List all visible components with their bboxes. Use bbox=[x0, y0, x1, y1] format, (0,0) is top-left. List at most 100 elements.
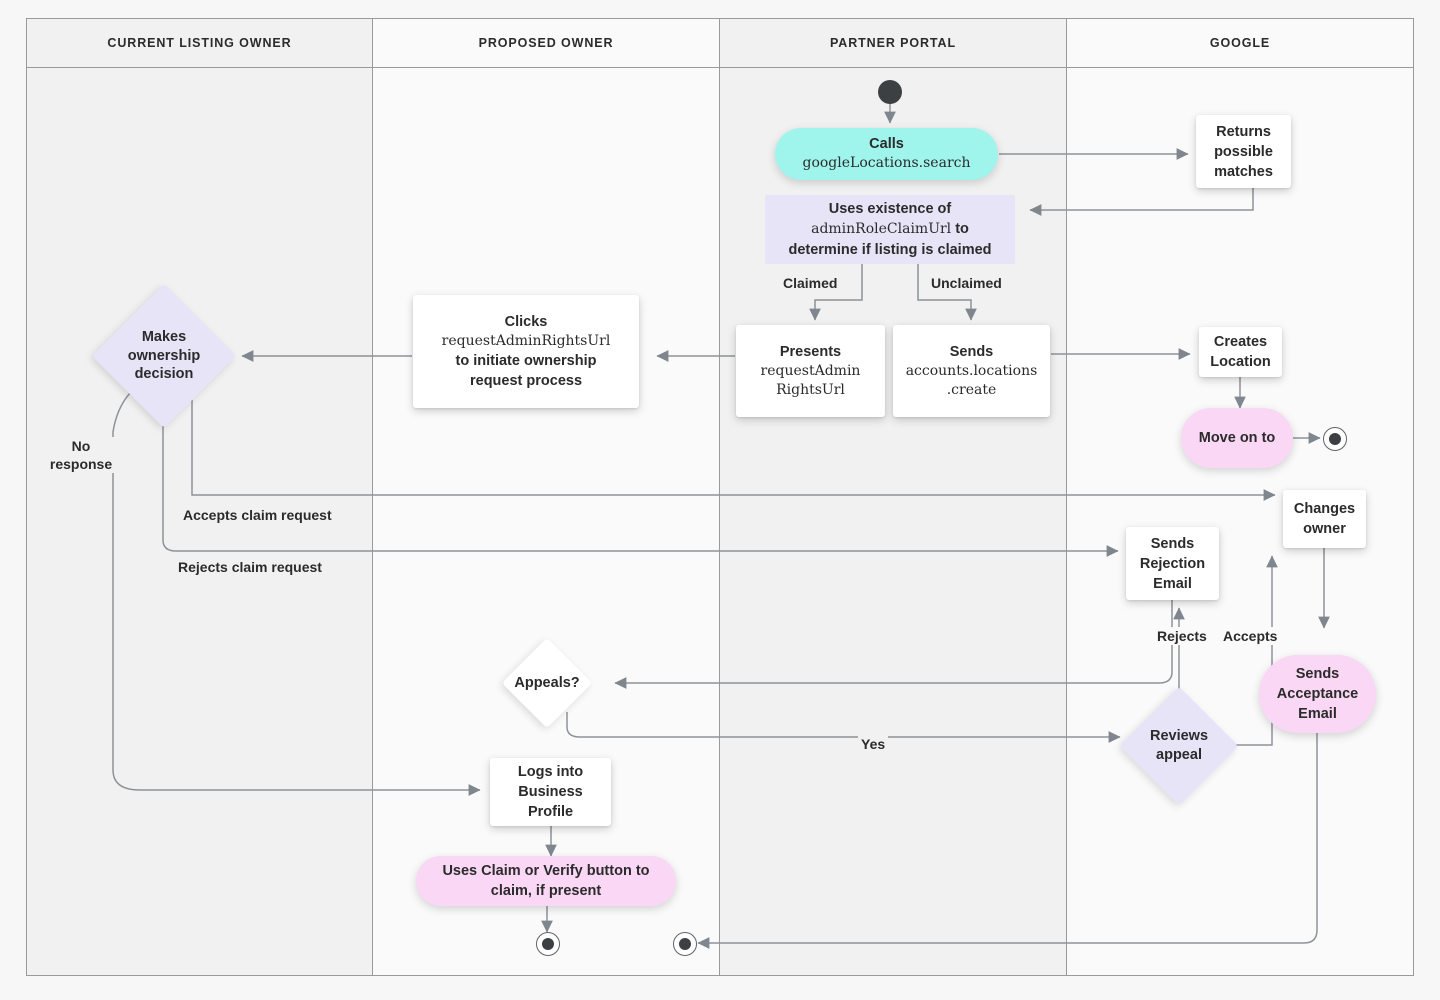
node-line-2: claim, if present bbox=[490, 883, 602, 899]
node-text: Sends accounts.locations .create bbox=[901, 342, 1042, 401]
node-text: Uses Claim or Verify button to claim, if… bbox=[430, 861, 662, 901]
edge-label-claimed: Claimed bbox=[780, 274, 841, 293]
node-text: Appeals? bbox=[514, 674, 580, 691]
node-line-1: Returns bbox=[1216, 123, 1271, 140]
node-line-2: requestAdmin bbox=[760, 362, 861, 379]
node-line-1: Logs into bbox=[517, 764, 584, 780]
node-presents-request-admin-rights-url[interactable]: Presents requestAdmin RightsUrl bbox=[736, 325, 885, 417]
swimlane-label: CURRENT LISTING OWNER bbox=[107, 36, 292, 50]
node-appeals-decision[interactable]: Appeals? bbox=[501, 637, 593, 729]
node-line-2: Business bbox=[518, 784, 583, 800]
node-line-4: request process bbox=[469, 373, 583, 390]
final-node-proposed-owner bbox=[536, 932, 560, 956]
node-line-2: adminRoleClaimUrl to bbox=[773, 219, 1007, 239]
edge-label-no-response-line-1: No bbox=[71, 438, 91, 454]
node-line-3: decision bbox=[134, 366, 194, 383]
node-line-2-suffix: to bbox=[951, 221, 969, 238]
node-sends-accounts-locations-create[interactable]: Sends accounts.locations .create bbox=[893, 325, 1050, 417]
swimlane-header-google: GOOGLE bbox=[1067, 18, 1413, 68]
node-text: Reviews appeal bbox=[1137, 727, 1221, 765]
node-text: Creates Location bbox=[1207, 332, 1274, 372]
node-line-2: accounts.locations bbox=[905, 362, 1038, 379]
node-creates-location[interactable]: Creates Location bbox=[1199, 327, 1282, 377]
node-line-2: ownership bbox=[127, 347, 201, 364]
node-text: Uses existence of adminRoleClaimUrl to d… bbox=[773, 199, 1007, 259]
node-line-2: appeal bbox=[1156, 747, 1202, 763]
node-line-3: .create bbox=[946, 382, 997, 398]
node-line-3: Email bbox=[1153, 575, 1192, 592]
edge-label-accepts-claim-request: Accepts claim request bbox=[180, 506, 335, 525]
node-line-1: Uses Claim or Verify button to bbox=[442, 863, 650, 879]
node-line-1: Sends bbox=[949, 343, 994, 360]
node-line-3: RightsUrl bbox=[776, 382, 845, 398]
node-text: Changes owner bbox=[1291, 499, 1358, 539]
node-line-1: Makes bbox=[141, 328, 187, 345]
node-reviews-appeal[interactable]: Reviews appeal bbox=[1119, 686, 1239, 806]
node-text: Presents requestAdmin RightsUrl bbox=[744, 342, 877, 401]
node-line-2: owner bbox=[1303, 521, 1346, 537]
node-line-1: Presents bbox=[779, 343, 842, 360]
code-admin-role-claim-url: adminRoleClaimUrl bbox=[811, 221, 952, 238]
node-line-2: Location bbox=[1210, 354, 1271, 370]
node-line-3: determine if listing is claimed bbox=[788, 241, 992, 258]
node-calls-google-locations-search[interactable]: Calls googleLocations.search bbox=[775, 128, 998, 180]
node-sends-acceptance-email[interactable]: Sends Acceptance Email bbox=[1259, 655, 1376, 733]
edge-label-no-response-line-2: response bbox=[49, 456, 113, 473]
node-text: Makes ownership decision bbox=[113, 328, 215, 385]
node-text: Calls googleLocations.search bbox=[789, 134, 984, 173]
edge-label-rejects: Rejects bbox=[1154, 627, 1210, 646]
swimlane-header-partner-portal: PARTNER PORTAL bbox=[720, 18, 1066, 68]
node-move-on-to[interactable]: Move on to bbox=[1181, 408, 1293, 468]
node-text: Logs into Business Profile bbox=[498, 762, 603, 822]
node-text: Returns possible matches bbox=[1204, 122, 1283, 182]
node-line-3: matches bbox=[1214, 163, 1273, 180]
edge-label-yes: Yes bbox=[858, 735, 889, 754]
node-changes-owner[interactable]: Changes owner bbox=[1283, 490, 1366, 548]
swimlane-bottom-border bbox=[26, 975, 1414, 976]
edge-label-accepts: Accepts bbox=[1220, 627, 1281, 646]
node-clicks-request-admin-rights-url[interactable]: Clicks requestAdminRightsUrl to initiate… bbox=[413, 295, 639, 408]
swimlane-label: PARTNER PORTAL bbox=[829, 36, 957, 50]
final-node-partner-portal bbox=[673, 932, 697, 956]
node-uses-claim-or-verify-button[interactable]: Uses Claim or Verify button to claim, if… bbox=[416, 856, 676, 906]
node-makes-ownership-decision[interactable]: Makes ownership decision bbox=[91, 283, 237, 429]
node-returns-possible-matches[interactable]: Returns possible matches bbox=[1196, 115, 1291, 188]
edge-label-rejects-claim-request: Rejects claim request bbox=[175, 558, 325, 577]
edge-label-unclaimed: Unclaimed bbox=[928, 274, 1005, 293]
node-text: Sends Acceptance Email bbox=[1273, 664, 1362, 724]
node-logs-into-business-profile[interactable]: Logs into Business Profile bbox=[490, 758, 611, 826]
final-node-core bbox=[542, 938, 554, 950]
edge-label-no-response: No response bbox=[42, 437, 120, 474]
node-text: Move on to bbox=[1198, 430, 1276, 446]
node-line-1: Changes bbox=[1293, 501, 1356, 517]
node-line-2: requestAdminRightsUrl bbox=[441, 332, 611, 349]
node-line-2: googleLocations.search bbox=[802, 155, 971, 172]
final-node-core bbox=[1329, 433, 1341, 445]
node-line-1: Sends bbox=[1150, 535, 1195, 552]
node-line-3: Profile bbox=[527, 804, 574, 820]
node-line-1: Clicks bbox=[504, 313, 548, 330]
node-line-3: Email bbox=[1298, 706, 1337, 722]
node-sends-rejection-email[interactable]: Sends Rejection Email bbox=[1126, 527, 1219, 600]
node-line-2: Rejection bbox=[1139, 555, 1206, 572]
node-line-3: to initiate ownership bbox=[455, 353, 597, 370]
node-line-1: Reviews bbox=[1149, 728, 1209, 745]
final-node-google bbox=[1323, 427, 1347, 451]
node-line-1: Creates bbox=[1213, 334, 1268, 350]
node-text: Clicks requestAdminRightsUrl to initiate… bbox=[421, 312, 631, 391]
swimlane-header-current-listing-owner: CURRENT LISTING OWNER bbox=[27, 18, 372, 68]
node-uses-existence-admin-role-claim-url[interactable]: Uses existence of adminRoleClaimUrl to d… bbox=[765, 195, 1015, 264]
node-line-2: possible bbox=[1214, 143, 1273, 160]
node-line-1: Calls bbox=[869, 136, 904, 153]
swimlane-current-listing-owner: CURRENT LISTING OWNER bbox=[26, 18, 373, 976]
swimlane-header-proposed-owner: PROPOSED OWNER bbox=[373, 18, 719, 68]
final-node-core bbox=[679, 938, 691, 950]
node-line-2: Acceptance bbox=[1276, 686, 1359, 702]
node-line-1: Sends bbox=[1295, 666, 1340, 682]
node-line-1: Uses existence of bbox=[828, 201, 952, 218]
swimlane-label: PROPOSED OWNER bbox=[478, 36, 614, 50]
node-text: Sends Rejection Email bbox=[1134, 534, 1211, 594]
swimlane-label: GOOGLE bbox=[1209, 36, 1271, 50]
